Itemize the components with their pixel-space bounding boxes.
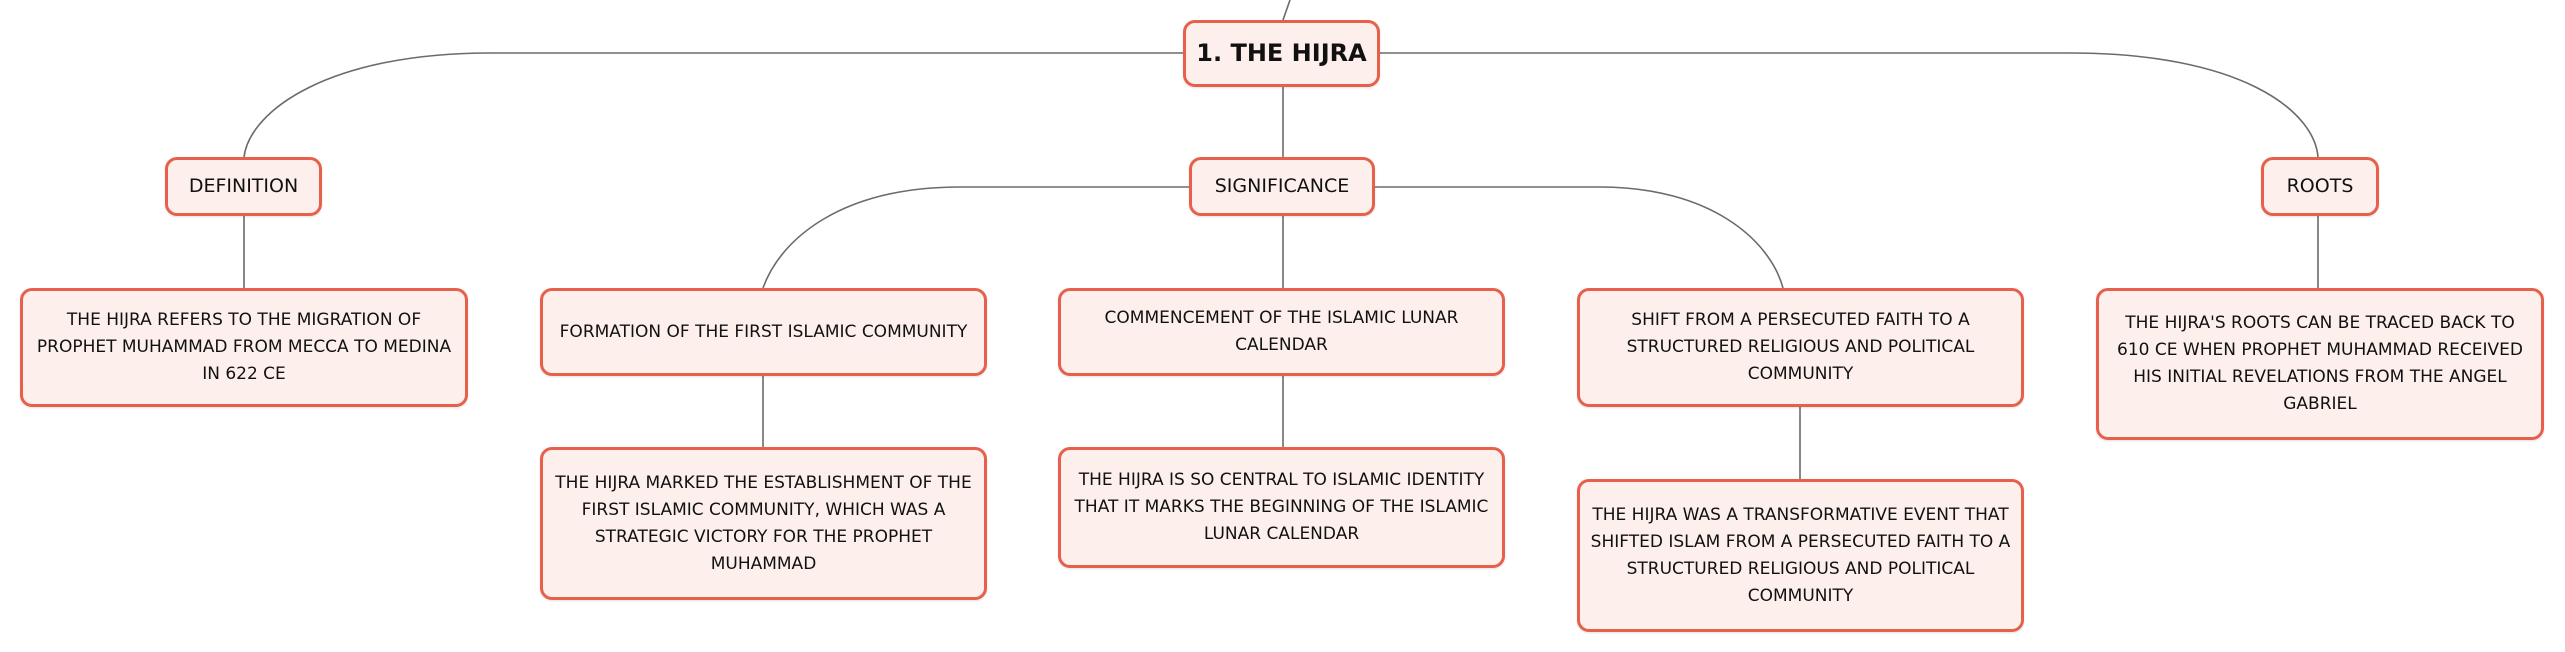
node-shift-label: SHIFT FROM A PERSECUTED FAITH TO A STRUC… <box>1626 310 1975 384</box>
node-significance-label: SIGNIFICANCE <box>1214 175 1350 197</box>
node-definition-detail[interactable]: THE HIJRA REFERS TO THE MIGRATION OF PRO… <box>20 288 468 407</box>
node-significance[interactable]: SIGNIFICANCE <box>1189 157 1375 216</box>
node-definition[interactable]: DEFINITION <box>165 157 322 216</box>
node-formation[interactable]: FORMATION OF THE FIRST ISLAMIC COMMUNITY <box>540 288 987 376</box>
node-shift-detail[interactable]: THE HIJRA WAS A TRANSFORMATIVE EVENT THA… <box>1577 479 2024 632</box>
node-roots-detail-label: THE HIJRA'S ROOTS CAN BE TRACED BACK TO … <box>2117 313 2523 414</box>
node-calendar-detail[interactable]: THE HIJRA IS SO CENTRAL TO ISLAMIC IDENT… <box>1058 447 1505 568</box>
connector-root-to-definition <box>243 52 1183 158</box>
node-formation-detail[interactable]: THE HIJRA MARKED THE ESTABLISHMENT OF TH… <box>540 447 987 600</box>
root-node-label: 1. THE HIJRA <box>1196 39 1367 67</box>
node-formation-label: FORMATION OF THE FIRST ISLAMIC COMMUNITY <box>559 321 968 342</box>
node-roots[interactable]: ROOTS <box>2261 157 2379 216</box>
connector-parent-to-root <box>1282 0 1291 21</box>
connector-significance-to-formation <box>762 186 1189 289</box>
node-calendar-label: COMMENCEMENT OF THE ISLAMIC LUNAR CALEND… <box>1104 308 1459 355</box>
node-shift-detail-label: THE HIJRA WAS A TRANSFORMATIVE EVENT THA… <box>1590 504 2011 606</box>
node-roots-label: ROOTS <box>2286 175 2354 197</box>
node-roots-detail[interactable]: THE HIJRA'S ROOTS CAN BE TRACED BACK TO … <box>2096 288 2544 440</box>
node-shift[interactable]: SHIFT FROM A PERSECUTED FAITH TO A STRUC… <box>1577 288 2024 407</box>
node-definition-detail-label: THE HIJRA REFERS TO THE MIGRATION OF PRO… <box>36 310 452 384</box>
node-calendar-detail-label: THE HIJRA IS SO CENTRAL TO ISLAMIC IDENT… <box>1074 470 1489 544</box>
root-node[interactable]: 1. THE HIJRA <box>1183 20 1380 87</box>
node-calendar[interactable]: COMMENCEMENT OF THE ISLAMIC LUNAR CALEND… <box>1058 288 1505 376</box>
connector-root-to-roots <box>1380 52 2319 158</box>
node-formation-detail-label: THE HIJRA MARKED THE ESTABLISHMENT OF TH… <box>555 472 972 574</box>
node-definition-label: DEFINITION <box>188 175 299 197</box>
connector-significance-to-shift <box>1375 186 1784 289</box>
